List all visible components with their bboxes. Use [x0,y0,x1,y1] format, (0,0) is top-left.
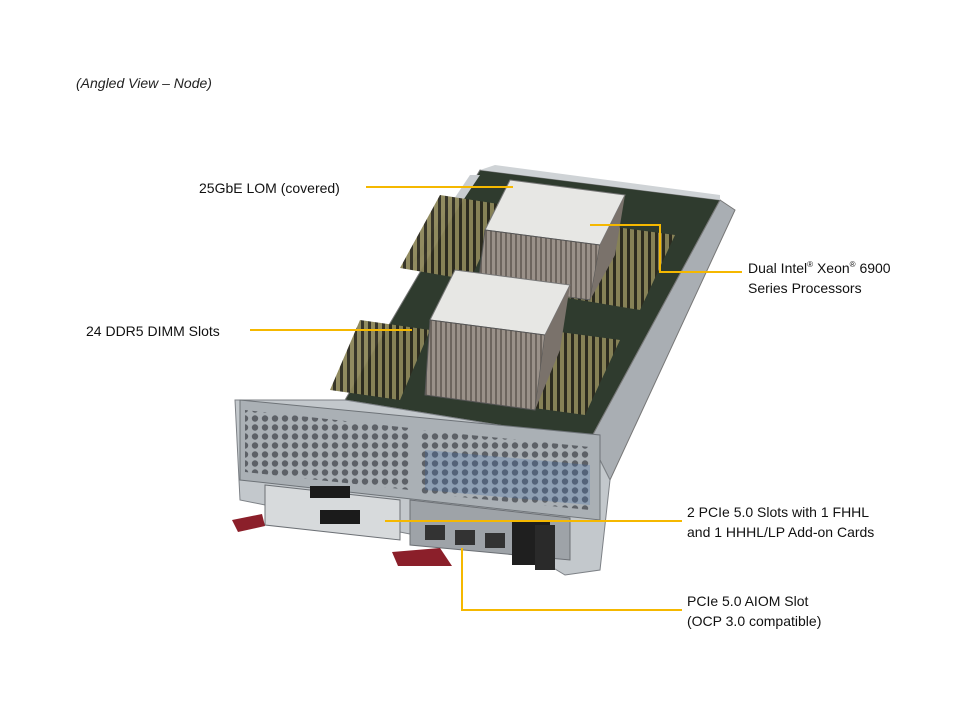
callout-aiom: PCIe 5.0 AIOM Slot (OCP 3.0 compatible) [687,593,822,629]
left-pull-tab[interactable] [232,514,265,532]
view-caption: (Angled View – Node) [76,75,212,91]
callout-cpu: Dual Intel® Xeon® 6900 Series Processors [748,260,891,296]
cpu-heatsink-front [424,269,571,411]
leader-cpu [590,224,742,273]
callout-lom: 25GbE LOM (covered) [199,180,340,196]
aiom-pull-tab[interactable] [392,548,452,566]
callout-dimm: 24 DDR5 DIMM Slots [86,323,220,339]
expansion-brackets [264,484,571,570]
callout-pcie: 2 PCIe 5.0 Slots with 1 FHHL and 1 HHHL/… [687,504,875,540]
leader-lines [250,186,742,611]
leader-aiom [461,548,682,611]
